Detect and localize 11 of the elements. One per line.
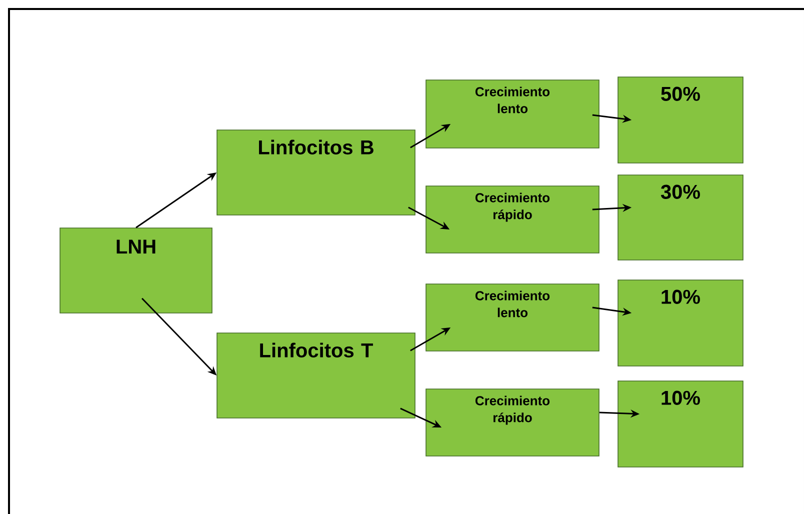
process-box: 10% — [618, 280, 744, 366]
process-box: LNH — [60, 228, 212, 314]
process-box: Linfocitos B — [216, 130, 416, 216]
process-box: Crecimiento rápido — [426, 388, 600, 456]
process-box: Crecimiento lento — [426, 80, 600, 148]
process-box: Crecimiento lento — [426, 284, 600, 352]
process-box: Linfocitos T — [216, 332, 416, 418]
process-box: 10% — [618, 380, 744, 468]
process-box: 50% — [618, 76, 744, 164]
process-box: 30% — [618, 174, 744, 260]
process-box: Crecimiento rápido — [426, 186, 600, 254]
